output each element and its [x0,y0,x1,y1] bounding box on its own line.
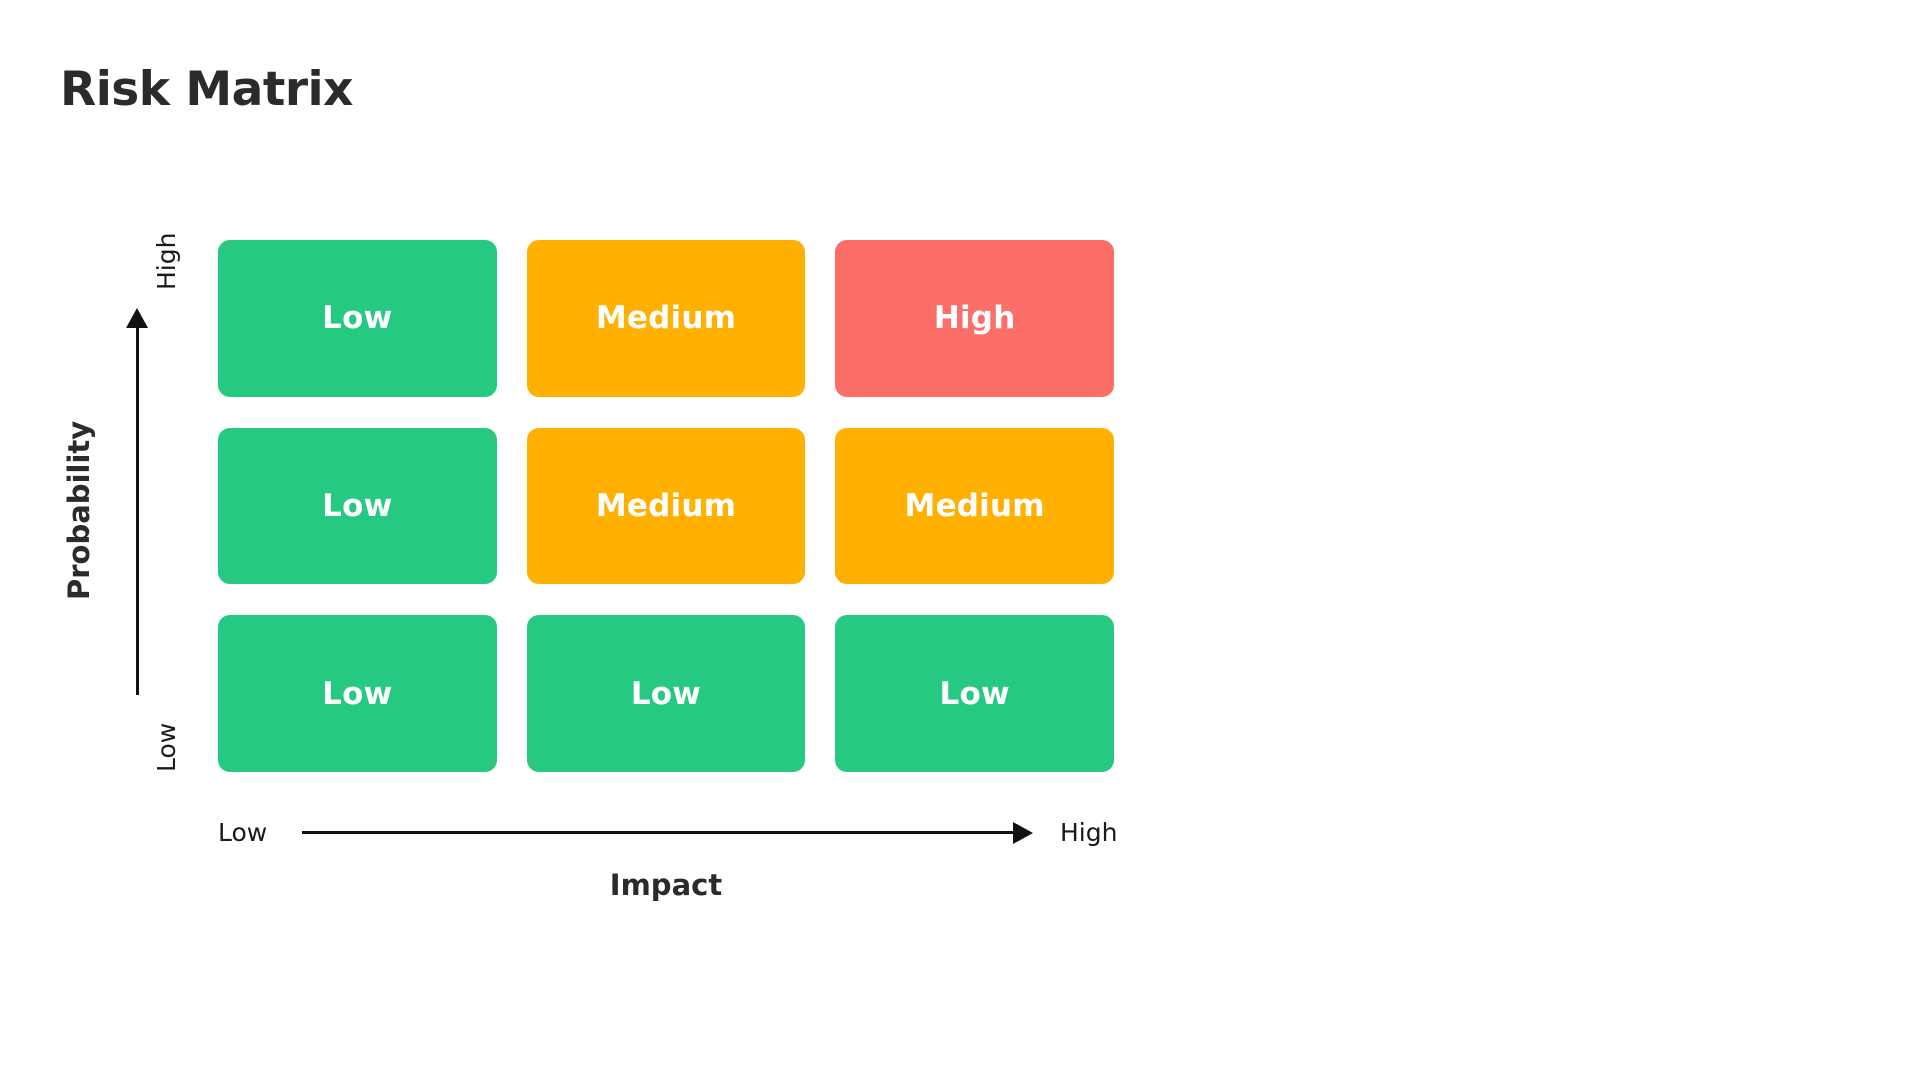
matrix-cell[interactable]: Low [526,615,806,772]
y-axis-arrow-icon [126,308,148,328]
matrix-cell-label: High [933,300,1016,337]
x-axis-high-label: High [1060,818,1118,847]
matrix-cell[interactable]: Low [218,240,497,397]
matrix-cell[interactable]: High [835,240,1114,397]
matrix-cell[interactable]: Low [835,615,1114,772]
matrix-cell[interactable]: Medium [526,240,806,397]
x-axis-line [302,831,1017,834]
x-axis-title: Impact [609,868,723,902]
matrix-cell-label: Medium [595,487,737,524]
matrix-cell-label: Medium [595,300,737,337]
x-axis-arrow-icon [1013,822,1033,844]
matrix-cell-label: Low [939,675,1010,712]
page-title: Risk Matrix [60,62,353,117]
matrix-cell[interactable]: Low [218,427,497,585]
matrix-cell[interactable]: Medium [526,427,806,585]
matrix-cell-label: Low [322,487,393,524]
y-axis-title: Probability [62,420,96,600]
matrix-cell-label: Low [630,675,702,712]
y-axis-high-label: High [152,232,181,290]
y-axis-line [136,325,139,695]
matrix-cell-label: Medium [904,487,1045,524]
y-axis-low-label: Low [152,722,181,772]
matrix-cell-label: Low [322,675,393,712]
x-axis-low-label: Low [218,818,268,847]
matrix-cell[interactable]: Low [218,615,497,772]
matrix-cell[interactable]: Medium [835,427,1114,585]
matrix-cell-label: Low [322,300,393,337]
